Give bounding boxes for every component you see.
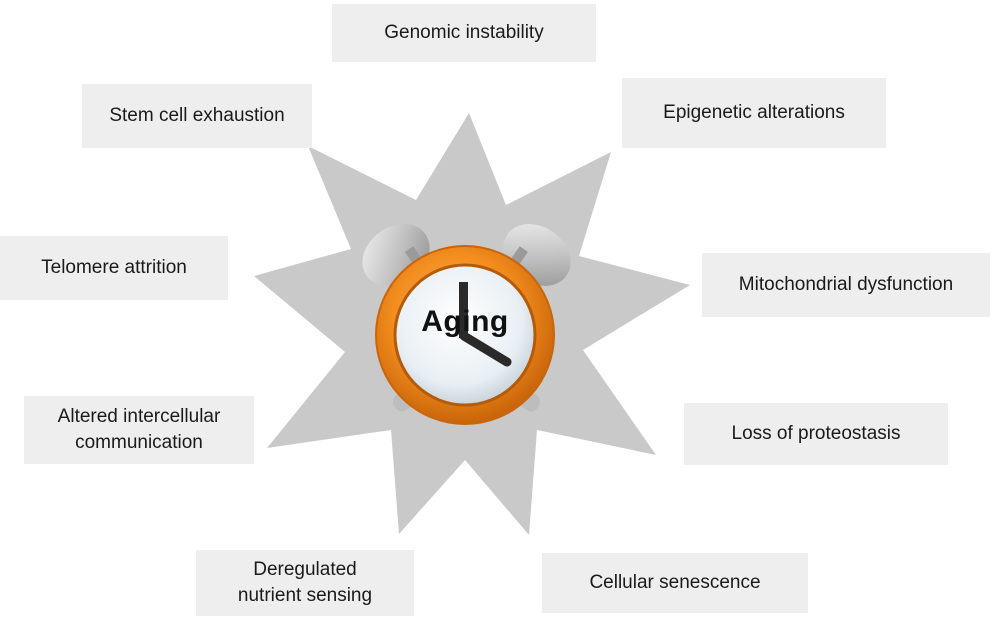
center-label: Aging [421,305,509,338]
hallmark-loss-of-proteostasis: Loss of proteostasis [684,403,948,465]
hallmark-epigenetic-alterations: Epigenetic alterations [622,78,886,148]
hallmark-mitochondrial-dysfunction: Mitochondrial dysfunction [702,253,990,317]
hallmark-stem-cell-exhaustion: Stem cell exhaustion [82,84,312,148]
clock-hour-hand [459,282,468,338]
hallmark-deregulated-nutrient-sensing: Deregulated nutrient sensing [196,550,414,616]
hallmark-altered-intercellular-communication: Altered intercellular communication [24,396,254,464]
alarm-clock-icon [375,245,555,425]
hallmark-cellular-senescence: Cellular senescence [542,553,808,613]
hallmark-telomere-attrition: Telomere attrition [0,236,228,300]
clock-minute-hand [459,331,512,367]
hallmark-genomic-instability: Genomic instability [332,4,596,62]
